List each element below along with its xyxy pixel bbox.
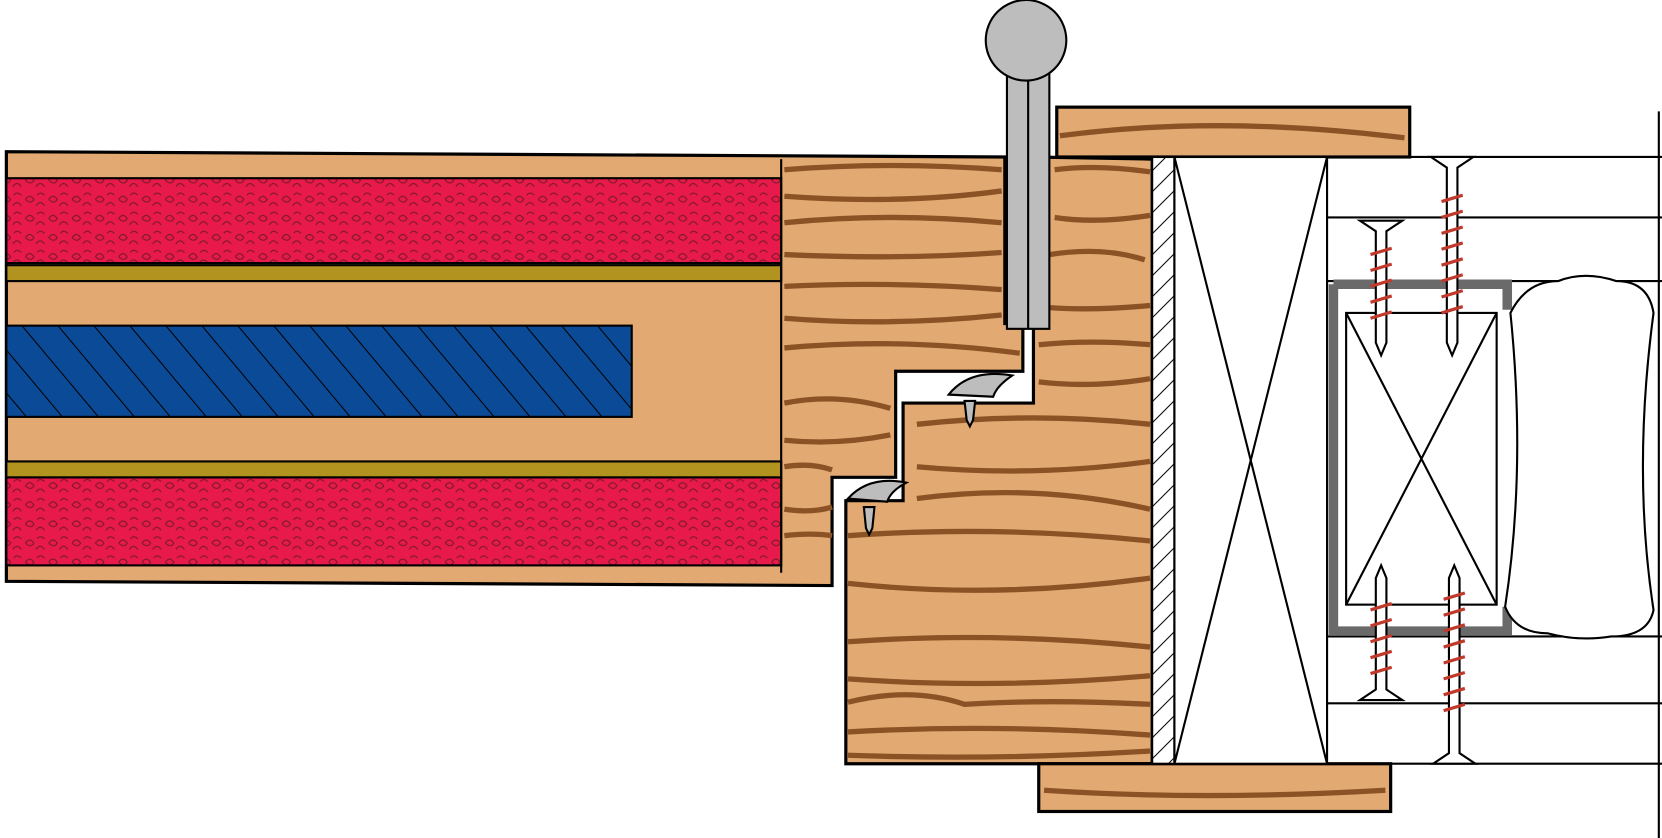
screw-icon (1429, 562, 1479, 765)
strip-top (5, 264, 783, 283)
door-leaf (4, 150, 1025, 588)
trim-board-bottom (1037, 762, 1393, 814)
screw-icon (1356, 219, 1406, 359)
frame-wood-grain (847, 164, 1151, 760)
foam-layer-bottom (5, 476, 783, 567)
screw-icon (1427, 155, 1477, 359)
door-frame (844, 155, 1154, 766)
steel-stud (1328, 279, 1513, 636)
strip-bottom (5, 460, 783, 479)
hinge-knob (984, 0, 1068, 82)
trim-board-top (1055, 105, 1412, 159)
leaf-wood-grain (783, 162, 1021, 539)
screw-icon (1356, 562, 1406, 702)
screws (1356, 155, 1479, 765)
blocking-box (1173, 155, 1329, 765)
insulation (1504, 274, 1655, 640)
core-layer (5, 324, 633, 418)
foam-layer-top (5, 177, 783, 265)
shim-strip (1151, 155, 1176, 765)
hinge-pin (984, 0, 1068, 330)
seal-gasket-upper (946, 372, 1016, 429)
seal-gasket-lower (845, 479, 910, 537)
